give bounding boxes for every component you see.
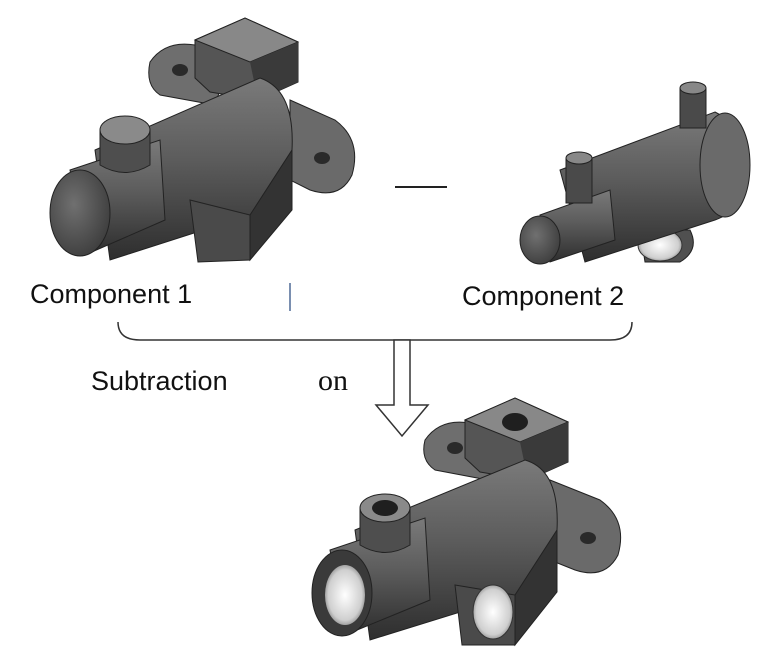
operation-label: Subtraction xyxy=(91,366,228,396)
component-1-solid xyxy=(49,17,356,263)
component-2-solid xyxy=(519,81,751,265)
component-1-label: Component 1 xyxy=(30,279,193,309)
result-solid xyxy=(311,397,622,647)
stray-mark xyxy=(289,283,291,311)
text-fragment: on xyxy=(318,364,348,397)
component-2-label: Component 2 xyxy=(462,281,625,311)
grouping-brace xyxy=(117,321,633,341)
result-arrow xyxy=(374,339,430,438)
